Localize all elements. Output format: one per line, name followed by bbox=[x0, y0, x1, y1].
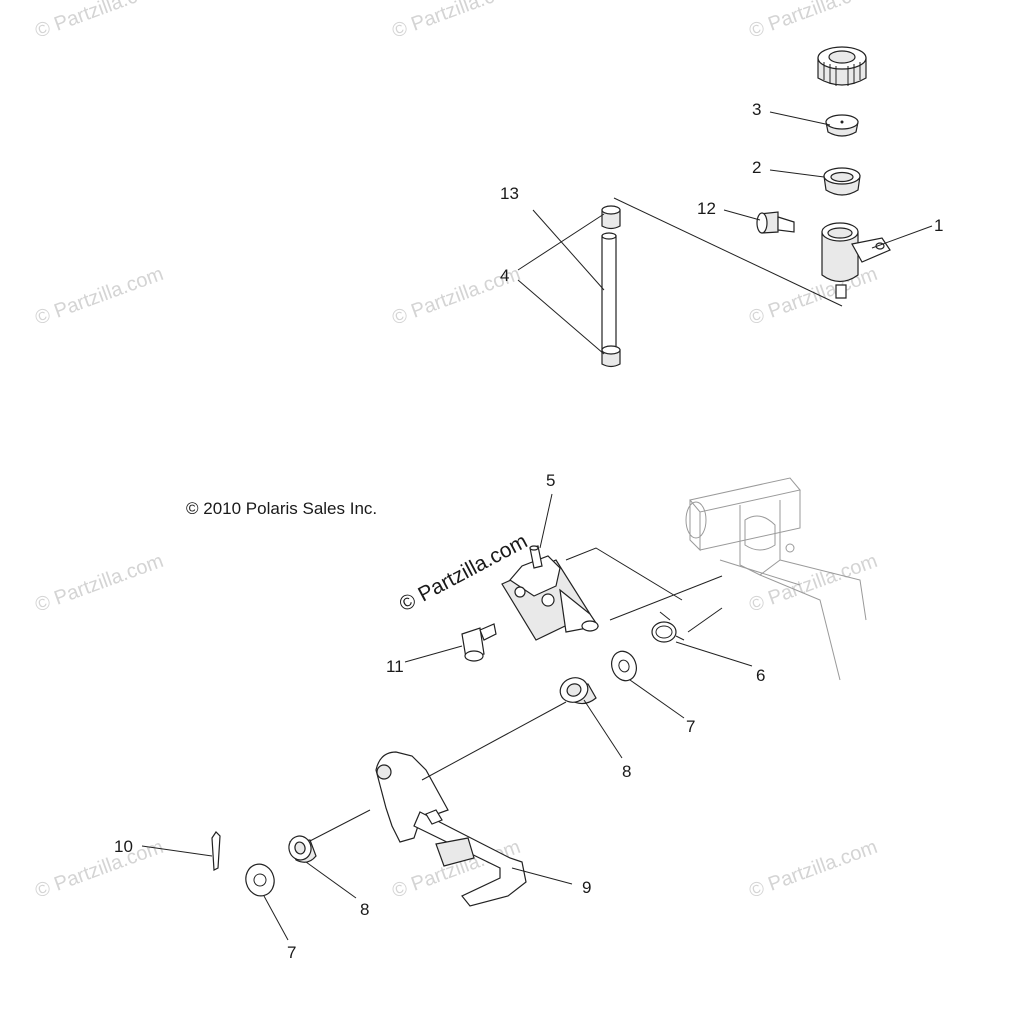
callout-11: 11 bbox=[386, 657, 404, 676]
hose-clamp-lower bbox=[601, 345, 621, 368]
spring-clip bbox=[651, 611, 685, 643]
callout-6: 6 bbox=[756, 666, 765, 685]
watermark: © Partzilla.com bbox=[32, 263, 166, 330]
bolt-12 bbox=[756, 211, 795, 234]
watermark: © Partzilla.com bbox=[746, 263, 880, 330]
hose-clamp-upper bbox=[601, 205, 621, 230]
reservoir-body bbox=[821, 222, 891, 299]
callout-7-upper: 7 bbox=[686, 717, 695, 736]
hose bbox=[601, 232, 617, 353]
watermark: © Partzilla.com bbox=[746, 836, 880, 903]
callout-2: 2 bbox=[752, 158, 761, 177]
bolt-11 bbox=[461, 623, 497, 662]
frame-outline bbox=[685, 477, 867, 681]
watermark-center: © Partzilla.com bbox=[396, 530, 532, 617]
callout-12: 12 bbox=[697, 199, 716, 218]
washer-lower bbox=[245, 863, 275, 897]
callout-4: 4 bbox=[500, 266, 509, 285]
watermark: © Partzilla.com bbox=[32, 0, 166, 43]
callout-8-upper: 8 bbox=[622, 762, 631, 781]
watermark-layer: © Partzilla.com © Partzilla.com © Partzi… bbox=[32, 0, 880, 903]
diaphragm bbox=[825, 114, 859, 137]
copyright-notice: © 2010 Polaris Sales Inc. bbox=[186, 499, 377, 518]
reservoir-cap bbox=[817, 46, 867, 86]
callout-5: 5 bbox=[546, 471, 555, 490]
washer-upper bbox=[611, 650, 637, 682]
watermark: © Partzilla.com bbox=[32, 836, 166, 903]
master-cylinder bbox=[501, 545, 600, 641]
cotter-pin bbox=[211, 831, 221, 871]
watermark: © Partzilla.com bbox=[389, 0, 523, 43]
callout-13: 13 bbox=[500, 184, 519, 203]
callout-7-lower: 7 bbox=[287, 943, 296, 962]
callout-3: 3 bbox=[752, 100, 761, 119]
callout-10: 10 bbox=[114, 837, 133, 856]
callout-9: 9 bbox=[582, 878, 591, 897]
leader-lines-upper bbox=[517, 111, 933, 355]
watermark: © Partzilla.com bbox=[32, 550, 166, 617]
callout-1: 1 bbox=[934, 216, 943, 235]
bushing-lower bbox=[288, 835, 317, 863]
bushing-upper bbox=[559, 677, 597, 705]
leader-lines-lower bbox=[141, 493, 753, 941]
callout-8-lower: 8 bbox=[360, 900, 369, 919]
diaphragm-plate bbox=[823, 167, 861, 196]
callout-labels: 1 2 3 4 5 6 7 7 8 8 9 10 11 12 13 bbox=[114, 100, 943, 962]
brake-pedal bbox=[375, 751, 527, 907]
watermark: © Partzilla.com bbox=[746, 0, 880, 43]
